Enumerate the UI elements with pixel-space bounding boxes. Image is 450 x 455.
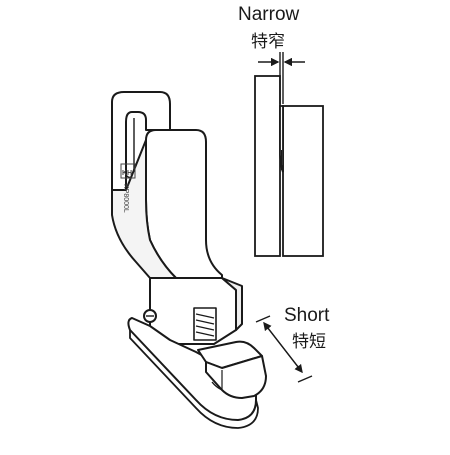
shank-marking: KH KP8000L [120, 163, 136, 213]
shank-slot [125, 118, 135, 179]
connector-right-face [221, 277, 243, 331]
model-code-text: KP8000L [122, 184, 129, 213]
sole-plate-edge [129, 330, 259, 429]
spring-window [193, 307, 217, 341]
short-dimension [255, 315, 313, 383]
logo-text: KH [122, 170, 132, 177]
short-label: Short [284, 305, 330, 326]
spring-coil [195, 313, 215, 337]
narrow-label-chinese: 特窄 [251, 32, 285, 52]
short-toe-front [205, 355, 267, 399]
narrow-dimension [258, 52, 305, 104]
narrow-detail [254, 75, 324, 257]
narrow-label: Narrow [238, 4, 300, 25]
short-label-chinese: 特短 [292, 332, 326, 352]
presser-foot [111, 91, 267, 429]
shank-back [111, 91, 171, 191]
narrow-right-plate [282, 105, 324, 257]
narrow-left-guide [254, 75, 281, 257]
shank-side [111, 139, 177, 279]
